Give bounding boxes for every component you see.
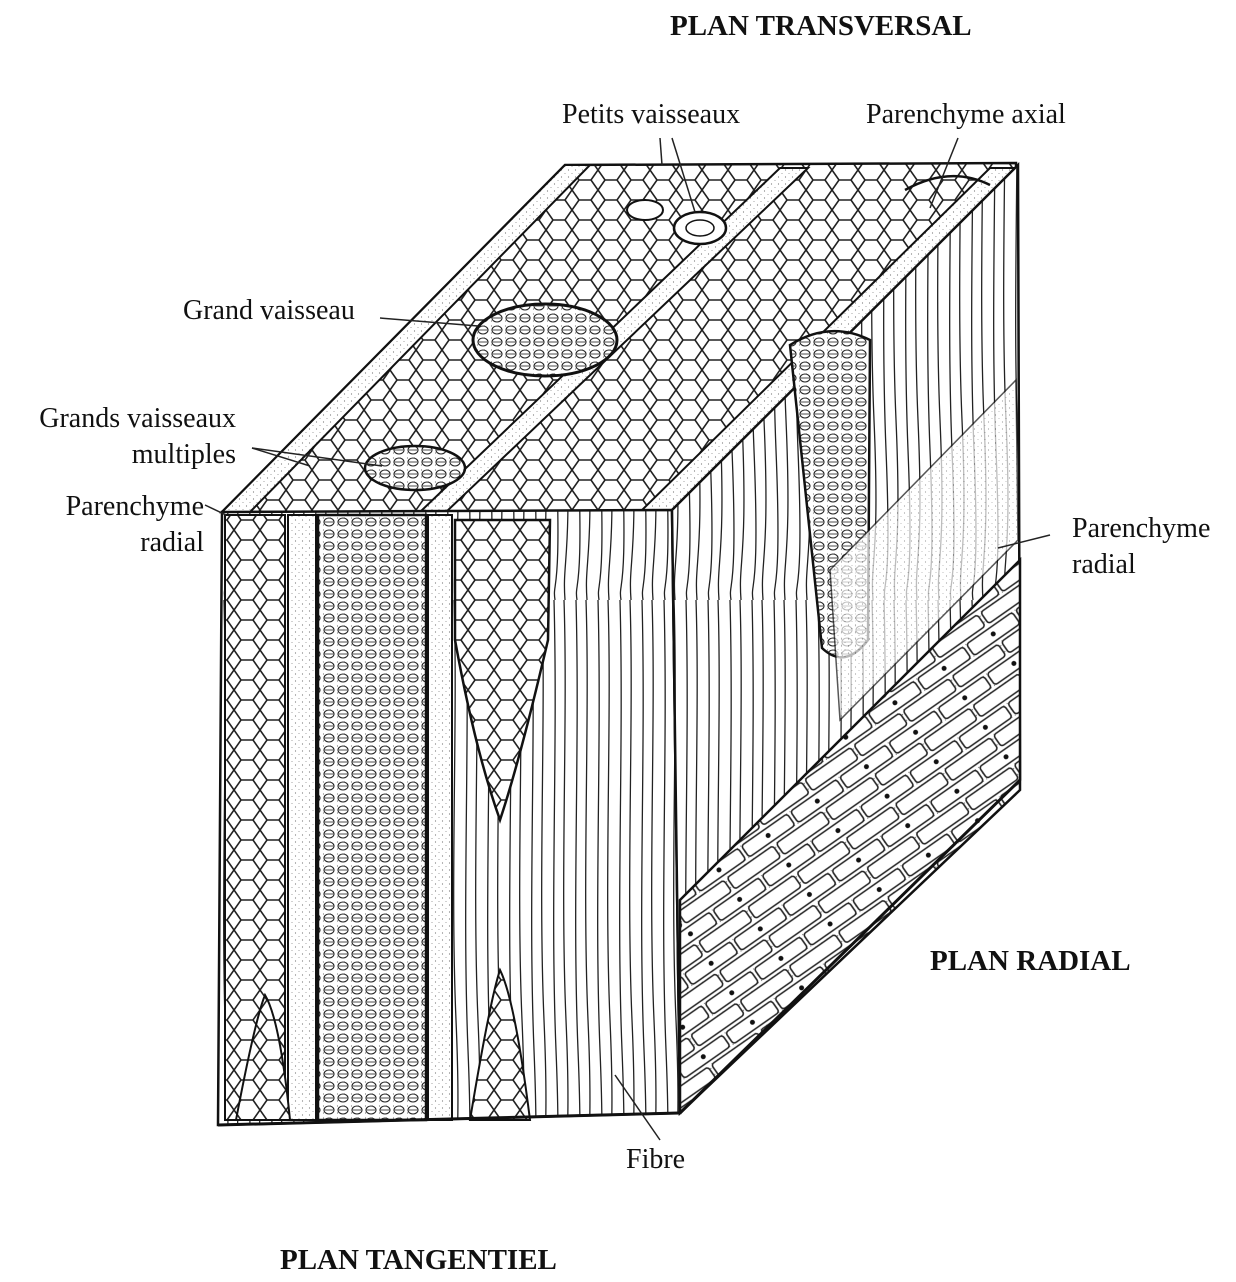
label-petits-vaisseaux: Petits vaisseaux [562,98,740,132]
plan-transversal-title: PLAN TRANSVERSAL [670,10,972,43]
label-parenchyme-radial-right-line1: Parenchyme [1072,512,1210,546]
plan-tangentiel-title: PLAN TANGENTIEL [280,1244,557,1277]
label-parenchyme-radial-right-line2: radial [1072,548,1136,582]
large-vessel-top [473,304,617,376]
label-grands-vaisseaux-line2: multiples [8,438,236,472]
label-parenchyme-radial-left-line2: radial [8,526,204,560]
label-parenchyme-radial-left-line1: Parenchyme [8,490,204,524]
label-parenchyme-axial: Parenchyme axial [866,98,1066,132]
plan-radial-title: PLAN RADIAL [930,945,1131,978]
label-grands-vaisseaux-line1: Grands vaisseaux [8,402,236,436]
large-vessel-tangential [318,515,426,1120]
label-grand-vaisseau: Grand vaisseau [183,294,355,328]
label-fibre: Fibre [626,1143,685,1177]
